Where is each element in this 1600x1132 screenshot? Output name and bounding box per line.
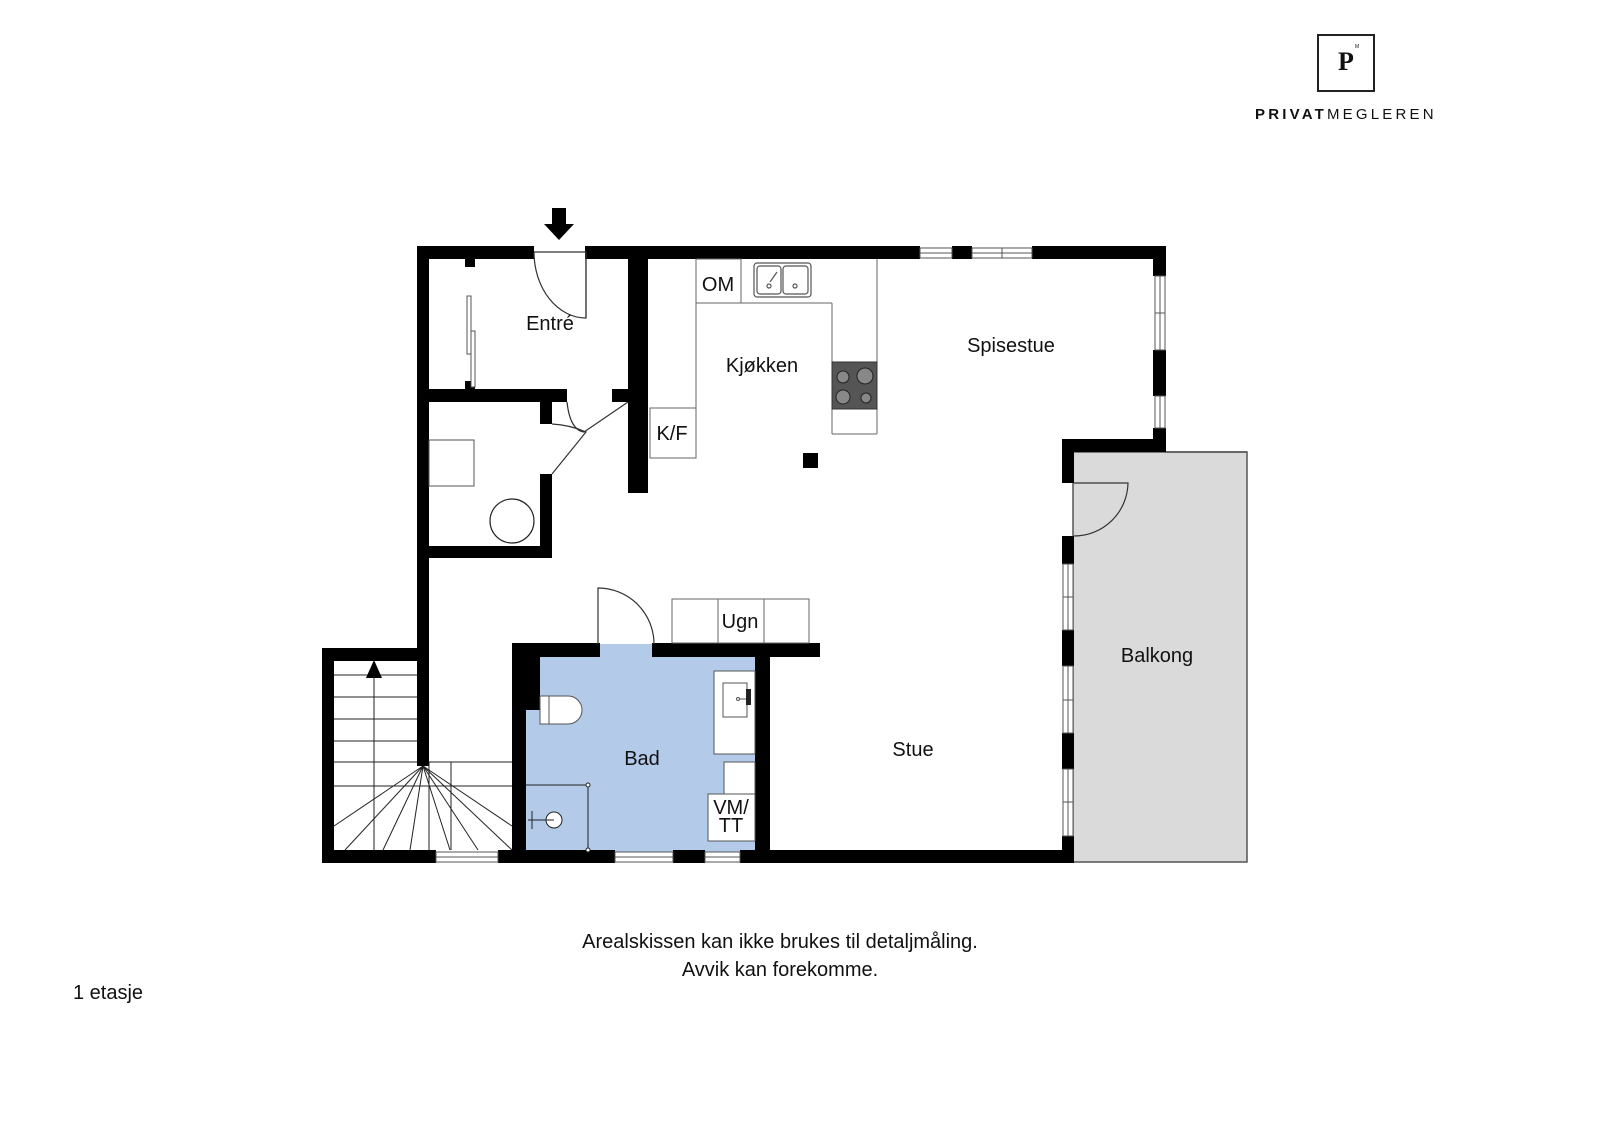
- room-label-stue: Stue: [892, 739, 933, 761]
- logo-monogram: P: [1338, 47, 1354, 76]
- stove-icon: [831, 361, 878, 410]
- washer-dryer: [707, 793, 756, 842]
- room-label-balkong: Balkong: [1121, 645, 1193, 667]
- fixture-label-om: OM: [702, 274, 734, 296]
- logo-trademark: M: [1355, 44, 1360, 50]
- logo-wordmark-light: MEGLEREN: [1326, 106, 1437, 123]
- shower-icon: [526, 782, 591, 853]
- fixture-label-kf: K/F: [656, 423, 687, 445]
- disclaimer: Arealskissen kan ikke brukes til detaljm…: [560, 928, 1000, 984]
- privatmegleren-logo: P M PRIVATMEGLEREN: [1255, 32, 1445, 132]
- fixture-label-tt: TT: [719, 815, 743, 837]
- floor-label: 1 etasje: [73, 982, 144, 1004]
- logo-wordmark: PRIVATMEGLEREN: [1255, 106, 1445, 123]
- staircase: [333, 674, 513, 851]
- toilet-icon: [539, 695, 583, 725]
- room-label-entre: Entré: [526, 313, 574, 335]
- disclaimer-line-1: Arealskissen kan ikke brukes til detaljm…: [582, 931, 978, 953]
- windows: [435, 247, 1166, 863]
- laundry-appliance: [428, 439, 475, 487]
- bathroom-area: [526, 644, 755, 852]
- doors: [533, 251, 1129, 645]
- wardrobe: [466, 295, 476, 388]
- oven-counter: [671, 598, 810, 644]
- water-heater: [489, 498, 535, 544]
- entrance-arrow-icon: [544, 208, 574, 240]
- room-label-bad: Bad: [624, 748, 660, 770]
- sink-icon: [753, 262, 812, 298]
- fixture-label-vm: VM/: [713, 797, 749, 819]
- fixture-label-ugn: Ugn: [722, 611, 759, 633]
- bathroom-sink-icon: [713, 670, 756, 755]
- logo-monogram-box: P M: [1317, 34, 1375, 92]
- walls: [322, 246, 1166, 863]
- stair-up-arrow-icon: [366, 660, 382, 678]
- room-label-spisestue: Spisestue: [967, 335, 1055, 357]
- bathroom-cabinet: [723, 761, 756, 795]
- disclaimer-line-2: Avvik kan forekomme.: [681, 959, 879, 981]
- room-label-kjokken: Kjøkken: [726, 355, 798, 377]
- logo-wordmark-bold: PRIVAT: [1255, 106, 1327, 123]
- balcony-area: [1072, 451, 1248, 863]
